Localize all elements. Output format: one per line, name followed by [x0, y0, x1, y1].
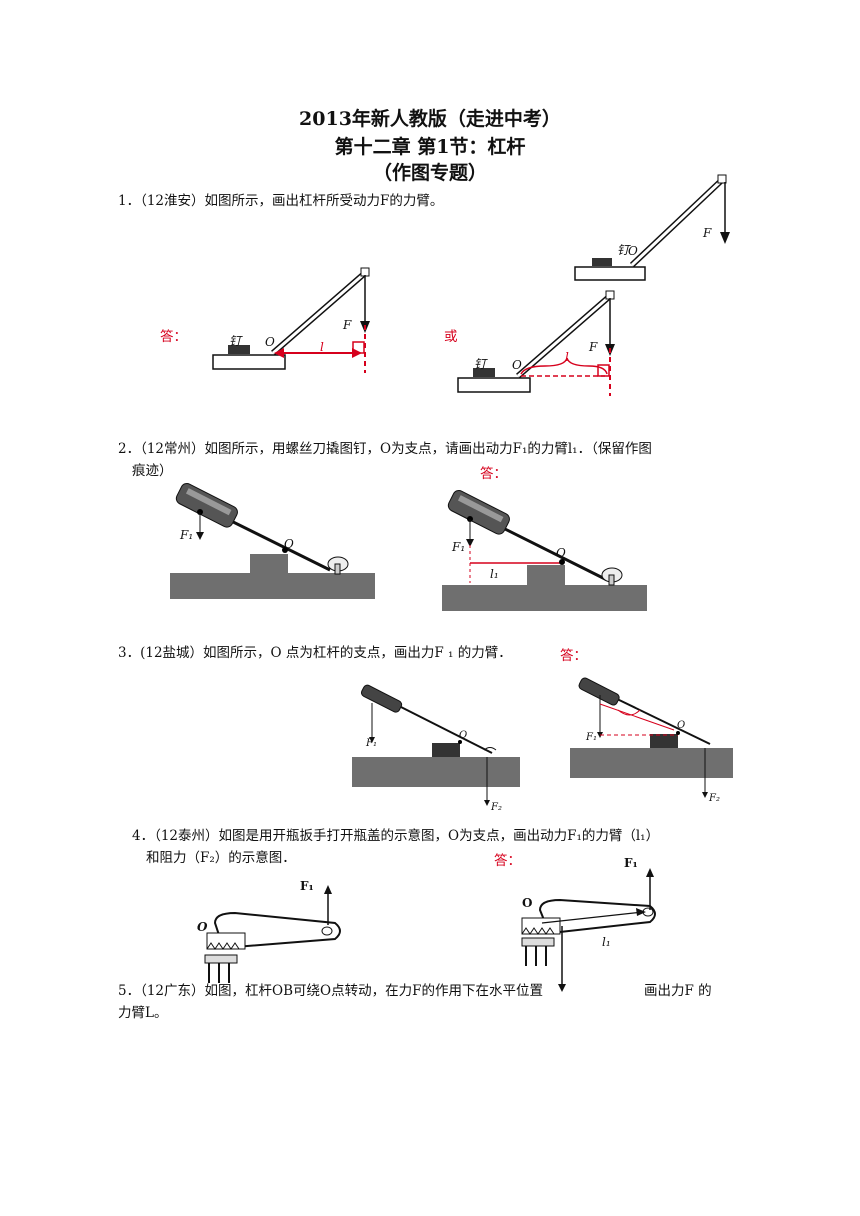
q1b-force-label: F — [589, 340, 598, 354]
question-3-answer-label: 答： — [560, 648, 587, 664]
q1-answer-figure-a — [212, 267, 370, 373]
q2-figure-question — [170, 482, 375, 599]
q3a-f1-label: F₁ — [586, 732, 597, 743]
q2a-f1-label: F₁ — [452, 540, 466, 554]
question-5-text: 5．（12广东）如图，杠杆OB可绕O点转动，在力F的作用下在水平位置 — [118, 983, 543, 999]
q3-pivot-label: O — [459, 730, 468, 741]
q1b-nail-label: 钉 — [474, 357, 487, 371]
question-2-answer-label: 答： — [480, 466, 507, 482]
q2a-arm-label: l₁ — [490, 567, 499, 581]
q4-answer-figure — [521, 868, 656, 992]
q1-figure-question — [574, 174, 730, 281]
question-1-answer-label: 答： — [160, 329, 187, 345]
q4-f1-label: F₁ — [300, 879, 314, 893]
q1a-force-label: F — [343, 318, 352, 332]
q2-answer-figure — [442, 489, 647, 611]
q1a-arm-label: l — [320, 340, 324, 354]
question-2-text: 2．（12常州）如图所示，用螺丝刀撬图钉，O为支点，请画出动力F₁的力臂l₁．（… — [118, 441, 652, 457]
question-1-text: 1．（12淮安）如图所示，画出杠杆所受动力F的力臂。 — [118, 193, 444, 209]
question-5-text-tail: 画出力F 的 — [644, 983, 712, 999]
q3-f2-label: F₂ — [491, 802, 502, 813]
q1-force-label: F — [703, 226, 712, 240]
q4a-f1-label: F₁ — [624, 856, 638, 870]
question-5-text-cont: 力臂L。 — [118, 1005, 168, 1021]
question-4-text: 4．（12泰州）如图是用开瓶扳手打开瓶盖的示意图，O为支点，画出动力F₁的力臂（… — [132, 828, 660, 844]
question-4-answer-label: 答： — [494, 853, 521, 869]
q4a-arm-label: l₁ — [602, 935, 611, 949]
q2a-pivot-label: O — [556, 546, 566, 560]
question-4-text-cont: 和阻力（F₂）的示意图． — [146, 850, 296, 866]
q1b-arm-label: l — [565, 350, 569, 364]
question-2-text-cont: 痕迹） — [132, 463, 173, 479]
question-1-or-label: 或 — [444, 329, 458, 345]
q4-pivot-label: O — [197, 920, 208, 934]
chapter-title: 第十二章 第1节：杠杆 — [334, 136, 526, 158]
q3a-f2-label: F₂ — [709, 793, 720, 804]
q1b-pivot-label: O — [512, 358, 522, 372]
q1-pivot-label: O — [628, 244, 638, 258]
q3-f1-label: F₁ — [366, 738, 377, 749]
q3a-pivot-label: O — [677, 720, 686, 731]
q1-answer-figure-b — [457, 290, 615, 396]
question-3-text: 3．(12盐城）如图所示，O 点为杠杆的支点，画出力F ₁ 的力臂． — [118, 645, 512, 661]
q1a-pivot-label: O — [265, 335, 275, 349]
q1a-nail-label: 钉 — [229, 334, 242, 348]
q3-figure-question — [352, 684, 520, 806]
q4a-pivot-label: O — [522, 896, 533, 910]
q1-nail-label: 钉 — [617, 243, 630, 257]
section-subtitle: （作图专题） — [372, 162, 487, 184]
q3-answer-figure — [570, 677, 733, 798]
q2-f1-label: F₁ — [180, 528, 194, 542]
q2-pivot-label: O — [284, 537, 294, 551]
page-title: 2013年新人教版（走进中考） — [299, 108, 561, 130]
q4-figure-question — [204, 885, 341, 983]
